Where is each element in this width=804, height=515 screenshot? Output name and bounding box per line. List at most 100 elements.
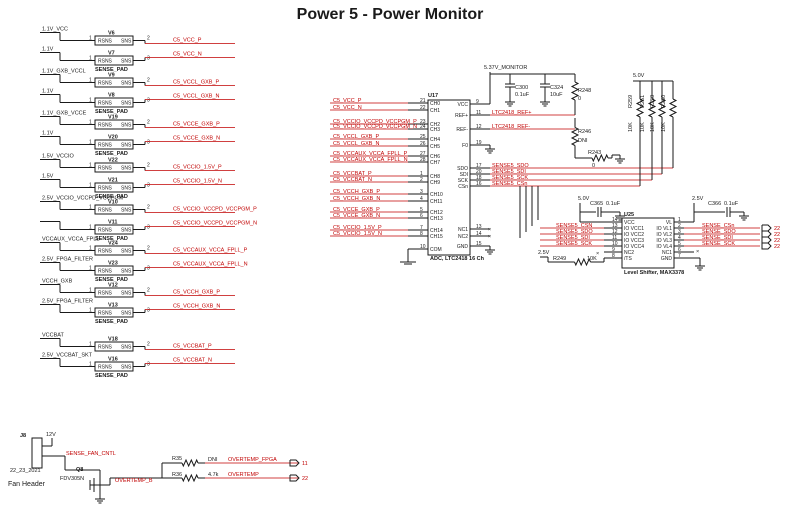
- resistor-r249: [565, 257, 600, 267]
- net-label: SENSE5_SDI: [492, 169, 526, 175]
- pin-number: 1: [420, 171, 423, 177]
- pin-number: 2: [147, 205, 150, 211]
- component-ref: V18: [108, 337, 118, 343]
- component-ref: V20: [108, 135, 118, 141]
- net-output: 2.5V_FPGA_FILTER: [42, 299, 93, 305]
- cap-value: 0.1uF: [606, 201, 621, 207]
- pin-name: REF-: [456, 127, 468, 133]
- pin-number: 1: [89, 246, 92, 252]
- sense-pad-label: SENSE_PAD: [95, 194, 128, 200]
- rail-5v-label: 5.0V: [633, 73, 645, 79]
- res-value: 10K: [661, 122, 667, 132]
- component-ref: V21: [108, 178, 118, 184]
- pin-number: 12: [612, 229, 618, 235]
- net-n: C5_VCCIO_VCCPD_VCCPGM_N: [173, 221, 257, 227]
- offpage-connector: 11: [289, 459, 308, 467]
- sense-pad-label: SENSE_PAD: [95, 151, 128, 157]
- pin-number: 2: [147, 342, 150, 348]
- pin-label-rsns: RSNS: [98, 59, 113, 65]
- fan-header-label: Fan Header: [8, 481, 46, 488]
- sense-pad-label: SENSE_PAD: [95, 319, 128, 325]
- cap-c365: [597, 207, 602, 217]
- cap-ref: C366: [708, 201, 721, 207]
- net-input: 2.5V_VCCIO_VCCPD_VCCPGM: [42, 196, 124, 202]
- res-ref: R259: [628, 95, 634, 108]
- net-input: 1.5V_VCCIO: [42, 154, 75, 160]
- net-label: SENSE5_SCK: [556, 241, 592, 247]
- net-p: C5_VCCE_GXB_P: [173, 122, 220, 128]
- pin-name: IO VCC4: [624, 244, 644, 250]
- res-value: 10K: [628, 122, 634, 132]
- net-label: SENSE_FAN_CNTL: [66, 451, 116, 457]
- net-n: C5_VCCBAT_N: [173, 358, 212, 364]
- res-ref: R260: [661, 95, 667, 108]
- pin-label-rsns: RSNS: [98, 291, 113, 297]
- pin-number: 9: [476, 99, 479, 105]
- net-p: C5_VCCH_GXB_P: [173, 290, 220, 296]
- res-value: 10K: [640, 122, 646, 132]
- net-label: SENSE5_CSn: [492, 181, 527, 187]
- pin-number: 2: [420, 177, 423, 183]
- pin-name: CH14: [430, 228, 443, 234]
- pin-label-rsns: RSNS: [98, 101, 113, 107]
- pin-name: NC2: [624, 250, 634, 256]
- pin-label-rsns: RSNS: [98, 269, 113, 275]
- net-label: C5_VCCH_GXB_P: [333, 189, 380, 195]
- pin-label-rsns: RSNS: [98, 186, 113, 192]
- pin-number: 1: [89, 78, 92, 84]
- net-label: C5_VCCBAT_N: [333, 177, 372, 183]
- pin-number: 14: [612, 217, 618, 223]
- net-output: 1.1V: [42, 89, 54, 95]
- no-connect-marker: ×: [596, 251, 599, 257]
- resistor-r35: [175, 458, 205, 468]
- component-ref: V19: [108, 115, 118, 121]
- net-p: C5_VCCL_GXB_P: [173, 80, 219, 86]
- component-ref: V13: [108, 303, 118, 309]
- sense-pad-label: SENSE_PAD: [95, 67, 128, 73]
- adc-part-label: ADC, LTC2418 16 Ch: [430, 256, 485, 262]
- net-label: SENSE_SDO: [702, 229, 736, 235]
- pin-number: 19: [476, 140, 482, 146]
- component-ref: V24: [108, 241, 119, 247]
- pin-label-sns: SNS: [121, 269, 132, 275]
- pin-number: 3: [678, 229, 681, 235]
- pin-label-sns: SNS: [121, 365, 132, 371]
- pin-name: CH13: [430, 216, 443, 222]
- net-input: VCCH_GXB: [42, 279, 73, 285]
- pin-number: 1: [89, 205, 92, 211]
- pin-name: IO VL3: [656, 238, 672, 244]
- pin-label-rsns: RSNS: [98, 228, 113, 234]
- pin-name: NC1: [662, 250, 672, 256]
- net-label: C5_VCCIO_1.5V_P: [333, 225, 382, 231]
- rail-label: 5.0V: [578, 196, 590, 202]
- resistor-r243: [588, 153, 612, 163]
- pin-label-sns: SNS: [121, 143, 132, 149]
- net-label: C5_VCCE_GXB_P: [333, 207, 380, 213]
- net-p: C5_VCCAUX_VCCA_FPLL_P: [173, 248, 248, 254]
- pin-number: 13: [612, 223, 618, 229]
- pin-number: 12: [476, 124, 482, 130]
- pin-label-rsns: RSNS: [98, 311, 113, 317]
- res-value: 10K: [587, 256, 597, 262]
- pin-number: 2: [147, 120, 150, 126]
- pin-number: 27: [420, 151, 426, 157]
- pin-number: 3: [147, 225, 150, 231]
- ground-symbol: [615, 212, 625, 221]
- pin-number: 1: [89, 163, 92, 169]
- pin-name: /TS: [624, 256, 632, 262]
- offpage-page-number: 22: [774, 232, 780, 238]
- pin-number: 8: [420, 231, 423, 237]
- component-ref: V12: [108, 283, 118, 289]
- rail-label: 2.5V: [538, 250, 550, 256]
- pin-label-rsns: RSNS: [98, 345, 113, 351]
- pin-label-sns: SNS: [121, 249, 132, 255]
- res-value: DNI: [208, 457, 218, 463]
- pin-name: CH10: [430, 192, 443, 198]
- ground-symbol: [505, 98, 515, 107]
- fan-header-j8: [31, 437, 43, 469]
- pin-number: 2: [147, 288, 150, 294]
- net-label: SENSE5_SCK: [492, 175, 528, 181]
- pin-name: CH7: [430, 160, 440, 166]
- component-ref: J8: [20, 433, 26, 439]
- pin-number: 1: [89, 98, 92, 104]
